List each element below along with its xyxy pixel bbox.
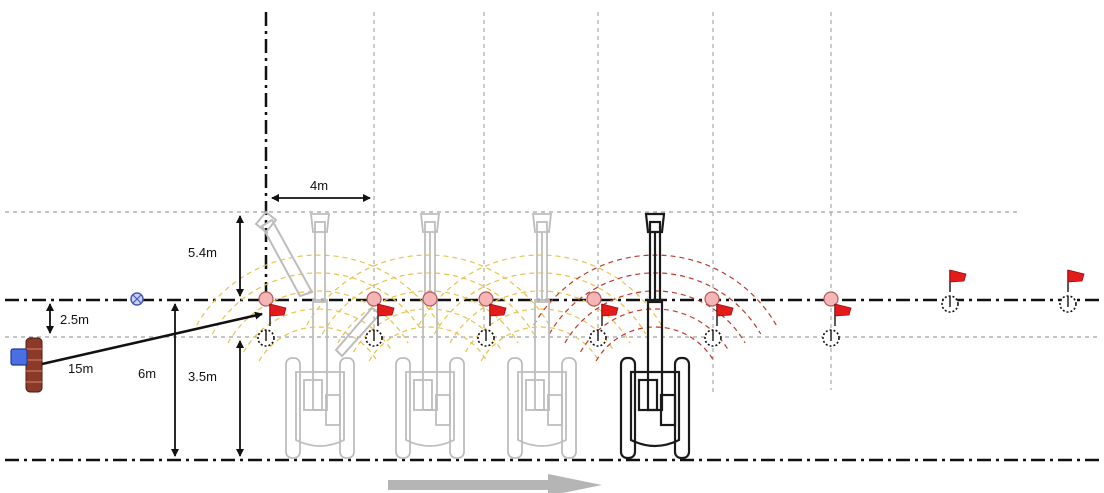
tilted-boom [260,218,314,298]
track-offset-label: 3.5m [188,369,217,384]
offset-large-label: 6m [138,366,156,381]
right-arrow-icon [388,474,602,493]
active-excavator [619,212,691,460]
excavator-body [517,371,567,447]
bucket [531,213,553,233]
swing-arc [258,326,378,362]
first-excavator-arm [254,210,382,358]
left-track [285,357,301,459]
flags [269,269,1085,326]
dashed-circle-anchor-icon [257,329,275,347]
pink-circle-target-icon [704,291,720,307]
boom [646,298,664,412]
faded-excavator [285,213,355,459]
red-flag-icon [601,303,619,326]
dashed-circle-anchor-icon [941,295,959,313]
stick [536,221,548,303]
bucket [419,213,441,233]
red-flag-icon [377,303,395,326]
swing-arc [433,272,647,335]
right-track [339,357,355,459]
swing-arc-group [418,254,662,362]
dashed-circle-anchor-icon [589,329,607,347]
main-axis-lines [5,12,1100,462]
red-flag-icon [716,303,734,326]
left-track [395,357,411,459]
red-flag-icon [489,303,507,326]
arm-reach-label: 5.4m [188,245,217,260]
stick [314,221,326,303]
swing-arc [480,326,600,362]
left-track [619,356,637,460]
excavator-engine [547,394,563,426]
pink-circle-target-icon [422,291,438,307]
dashed-circle-anchor-icon [822,329,840,347]
red-flag-icon [1067,269,1085,292]
cable-reel-icon [25,337,43,393]
excavator-body [295,371,345,447]
swing-arc [337,290,519,344]
faded-excavator [395,213,465,459]
boom [312,299,328,411]
bucket [644,212,666,234]
excavators [285,212,691,460]
pink-circle-target-icon [478,291,494,307]
excavator-engine [435,394,451,426]
vertical-guide-lines [373,12,832,395]
pink-circle-target-icon [823,291,839,307]
horizontal-guide-lines [5,211,1100,338]
red-flag-icon [269,303,287,326]
swing-arc [306,254,550,326]
swing-arc [196,254,440,326]
dashed-circle-anchor-icon [704,329,722,347]
swing-arc [321,272,535,335]
bucket [309,213,331,233]
offset-small-label: 2.5m [60,312,89,327]
swing-arc [449,290,631,344]
dashed-circle-anchor-icon [1059,295,1077,313]
dashed-circle-anchor-icon [365,329,383,347]
swing-arc [368,326,488,362]
target-markers [258,291,839,307]
tilted-bucket [254,210,278,234]
red-flag-icon [949,269,967,292]
spacing-label: 4m [310,178,328,193]
right-track [561,357,577,459]
swing-arc [211,272,425,335]
excavator-body [629,370,681,448]
swing-arc [595,326,715,362]
stick [648,220,662,304]
pink-circle-target-icon [366,291,382,307]
pink-circle-target-icon [258,291,274,307]
boom [422,299,438,411]
excavator-body [405,371,455,447]
faded-excavator [507,213,577,459]
excavator-engine [325,394,341,426]
anchor-markers [257,295,1077,347]
blue-control-box-icon [10,348,28,366]
boom [534,299,550,411]
crossed-circle-marker-icon [130,292,144,306]
cable-line [41,311,263,366]
red-flag-icon [834,303,852,326]
swing-arc [227,290,409,344]
swing-arc [418,254,662,326]
dimension-arrows [46,194,371,457]
pink-circle-target-icon [586,291,602,307]
left-track [507,357,523,459]
cable-length-label: 15m [68,361,93,376]
right-track [449,357,465,459]
dashed-circle-anchor-icon [477,329,495,347]
